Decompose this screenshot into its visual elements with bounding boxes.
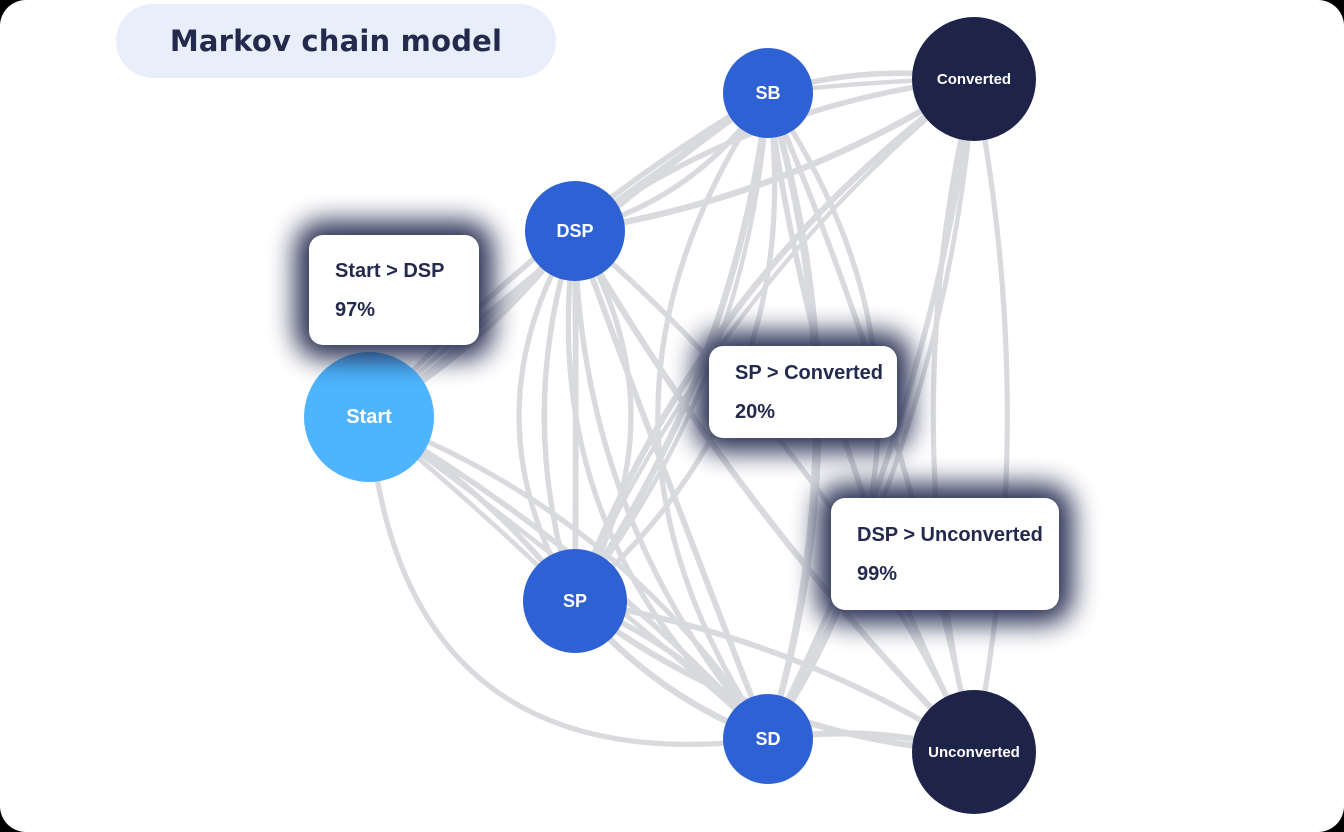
graph-node-unconverted[interactable]: Unconverted	[912, 690, 1036, 814]
tooltip-tip-dsp-unconverted: DSP > Unconverted 99%	[803, 470, 1087, 638]
graph-node-label: SP	[562, 590, 587, 611]
tooltip-card: DSP > Unconverted 99%	[831, 498, 1059, 610]
graph-node-label: SD	[755, 728, 781, 749]
graph-edge	[930, 76, 977, 755]
graph-node-sd[interactable]: SD	[723, 694, 813, 784]
graph-node-label: Unconverted	[928, 743, 1020, 761]
graph-edge	[366, 414, 771, 742]
graph-node-dsp[interactable]: DSP	[525, 181, 625, 281]
tooltip-title: Start > DSP	[335, 260, 445, 282]
tooltip-value: 99%	[857, 563, 898, 585]
graph-edge	[971, 76, 1010, 755]
graph-node-sp[interactable]: SP	[523, 549, 627, 653]
graph-node-sb[interactable]: SB	[723, 48, 813, 138]
graph-edge	[655, 90, 771, 742]
page-title-text: Markov chain model	[169, 24, 503, 58]
graph-edge	[572, 228, 771, 742]
graph-node-label: Start	[346, 405, 392, 428]
tooltip-tip-sp-converted: SP > Converted 20%	[681, 318, 925, 466]
tooltip-card: SP > Converted 20%	[709, 346, 897, 438]
tooltip-title: SP > Converted	[735, 362, 884, 384]
graph-edge	[571, 75, 978, 605]
tooltip-card: Start > DSP 97%	[309, 235, 479, 345]
graph-node-label: DSP	[556, 220, 594, 241]
graph-node-converted[interactable]: Converted	[912, 17, 1036, 141]
graph-node-label: SB	[755, 82, 781, 103]
tooltip-value: 20%	[735, 401, 776, 423]
graph-node-label: Converted	[936, 70, 1012, 88]
graph-edge	[516, 228, 578, 604]
graph-edge	[572, 228, 634, 604]
tooltip-title: DSP > Unconverted	[857, 524, 1043, 546]
page-title: Markov chain model	[116, 4, 556, 78]
graph-edge	[565, 228, 771, 742]
tooltip-tip-start-dsp: Start > DSP 97%	[281, 207, 507, 373]
graph-edge	[366, 414, 771, 748]
graph-edge	[571, 227, 978, 756]
tooltip-value: 97%	[335, 299, 376, 321]
